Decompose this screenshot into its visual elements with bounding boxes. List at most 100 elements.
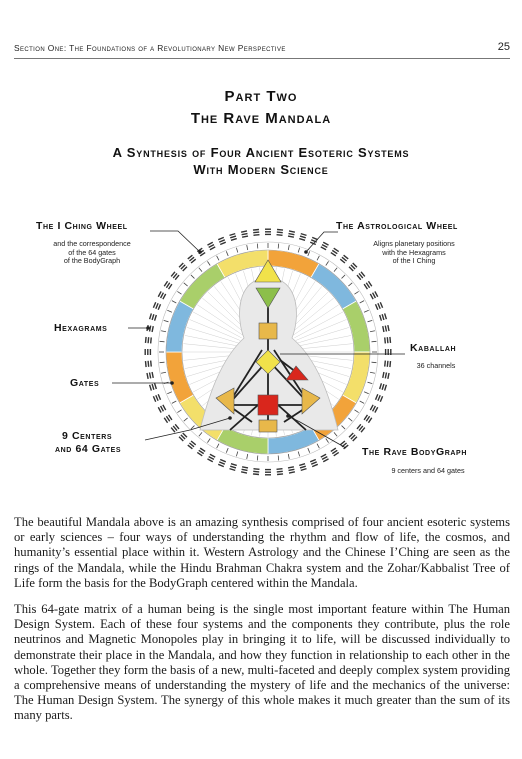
hexagram-glyph xyxy=(276,228,284,236)
hexagram-glyph xyxy=(163,280,173,290)
gate-tick xyxy=(367,319,373,323)
gate-tick xyxy=(163,319,169,323)
note-astro-line-2: with the Hexagrams xyxy=(382,247,446,257)
hexagram-glyph xyxy=(196,447,206,457)
label-astrological-wheel: The Astrological Wheel xyxy=(336,220,458,232)
gate-tick xyxy=(207,438,211,443)
gate-tick xyxy=(167,391,173,395)
hexagram-glyph xyxy=(374,301,384,311)
label-centers-line-1: 9 Centers xyxy=(62,430,113,442)
subtitle-line-2: With Modern Science xyxy=(193,162,329,177)
hexagram-glyph xyxy=(217,236,227,246)
hexagram-glyph xyxy=(330,447,340,457)
gate-tick xyxy=(307,251,311,257)
solar-plexus-center xyxy=(301,387,321,415)
part-heading: Part Two xyxy=(224,88,298,105)
gate-tick xyxy=(246,453,249,459)
label-i-ching-wheel: The I Ching Wheel xyxy=(36,220,128,232)
note-astro-line-1: Aligns planetary positions xyxy=(373,239,455,248)
hexagram-glyph xyxy=(144,336,152,344)
note-kaballah: 36 channels xyxy=(416,361,456,370)
hexagram-glyph xyxy=(170,271,180,281)
rave-mandala-diagram: The I Ching Wheel and the correspondence… xyxy=(0,200,522,500)
hexagram-glyph xyxy=(170,423,180,433)
gate-tick xyxy=(235,451,239,457)
spoke-line xyxy=(189,319,241,341)
hexagram-glyph xyxy=(276,468,284,476)
note-i-ching-line-1: and the correspondence xyxy=(53,239,131,248)
hexagram-glyph xyxy=(252,228,260,236)
body-paragraph-1: The beautiful Mandala above is an amazin… xyxy=(14,515,510,590)
hexagram-glyph xyxy=(240,466,249,474)
page-number: 25 xyxy=(497,41,510,53)
hexagram-glyph xyxy=(382,324,390,333)
hexagram-glyph xyxy=(320,453,329,463)
hexagram-glyph xyxy=(309,458,319,468)
gate-tick xyxy=(171,300,177,304)
leader-lines xyxy=(112,230,405,449)
spoke-line xyxy=(295,319,347,341)
hexagram-glyph xyxy=(265,468,271,476)
hexagram-glyph xyxy=(320,241,329,251)
hexagram-glyph xyxy=(207,453,216,463)
hexagram-glyph xyxy=(299,232,307,242)
note-i-ching-line-3: of the BodyGraph xyxy=(63,256,121,266)
hexagram-glyph xyxy=(287,230,296,238)
spoke-line xyxy=(197,304,244,336)
hexagram-glyph xyxy=(384,349,392,355)
spoke-line xyxy=(183,343,239,350)
gate-tick xyxy=(190,274,195,279)
gate-tick xyxy=(246,245,249,251)
gate-tick xyxy=(225,447,229,453)
spoke-line xyxy=(297,335,352,347)
note-astro: Aligns planetary positions with the Hexa… xyxy=(364,239,464,266)
root-center xyxy=(258,419,278,433)
gate-tick xyxy=(161,371,167,374)
hexagram-glyph xyxy=(356,423,366,433)
hexagram-glyph xyxy=(187,440,197,450)
hexagram-glyph xyxy=(378,383,388,391)
hexagram-glyph xyxy=(144,360,152,368)
gate-tick xyxy=(325,438,329,443)
hexagram-glyph xyxy=(157,291,167,300)
note-bodygraph: 9 centers and 64 gates xyxy=(391,466,465,475)
throat-center xyxy=(258,322,278,340)
gate-tick xyxy=(348,282,353,287)
spoke-line xyxy=(202,297,245,334)
hexagram-glyph xyxy=(148,383,158,391)
gate-tick xyxy=(341,274,346,279)
hexagram-glyph xyxy=(207,241,216,251)
hexagram-glyph xyxy=(384,360,392,368)
spoke-line xyxy=(184,335,239,347)
gate-tick xyxy=(287,245,290,251)
hexagram-glyph xyxy=(187,254,197,264)
gate-tick xyxy=(177,409,182,413)
hexagram-glyph xyxy=(309,236,319,246)
subtitle-line-1: A Synthesis of Four Ancient Esoteric Sys… xyxy=(112,145,410,160)
gate-tick xyxy=(216,255,220,261)
gate-tick xyxy=(297,451,301,457)
spoke-line xyxy=(296,327,350,344)
label-kaballah: Kaballah xyxy=(410,342,457,354)
bodygraph xyxy=(199,259,339,433)
hexagram-glyph xyxy=(356,271,366,281)
hexagram-glyph xyxy=(374,393,384,403)
mandala-graphic xyxy=(112,228,405,476)
hexagram-glyph xyxy=(287,466,296,474)
body-paragraph-2: This 64-gate matrix of a human being is … xyxy=(14,602,510,723)
gate-tick xyxy=(216,443,220,449)
hexagram-ring xyxy=(144,228,392,476)
gate-tick xyxy=(325,261,329,266)
gate-tick xyxy=(359,400,365,404)
gate-tick xyxy=(235,247,239,253)
gate-tick xyxy=(207,261,211,266)
zodiac-outer-edge xyxy=(165,249,371,455)
gate-ring xyxy=(157,241,379,463)
hexagram-glyph xyxy=(265,228,271,236)
section-title: Section One: The Foundations of a Revolu… xyxy=(14,43,286,53)
gate-tick xyxy=(190,425,195,430)
gate-tick xyxy=(333,432,338,437)
spoke-line xyxy=(186,327,240,344)
label-hexagrams: Hexagrams xyxy=(54,322,108,334)
gate-tick xyxy=(183,417,188,422)
